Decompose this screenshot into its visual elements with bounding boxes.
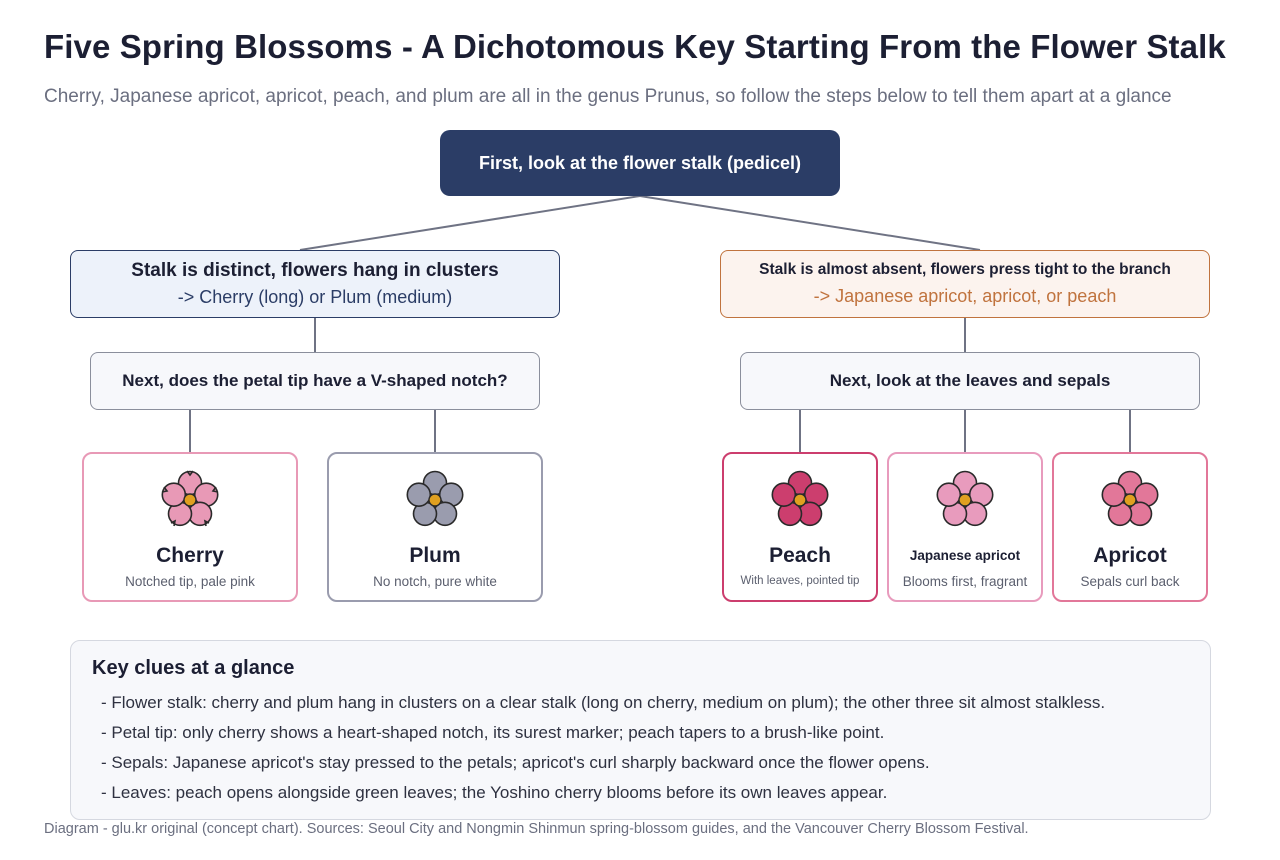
question-leaves-sepals: Next, look at the leaves and sepals xyxy=(740,352,1200,410)
key-clue-item: Sepals: Japanese apricot's stay pressed … xyxy=(101,753,1105,783)
plum-blossom-icon xyxy=(406,470,464,527)
key-clues-panel: Key clues at a glance Flower stalk: cher… xyxy=(70,640,1211,820)
key-clue-item: Flower stalk: cherry and plum hang in cl… xyxy=(101,693,1105,723)
branch-left-heading: Stalk is distinct, flowers hang in clust… xyxy=(131,260,499,281)
connector-root-left xyxy=(299,195,641,251)
page-title: Five Spring Blossoms - A Dichotomous Key… xyxy=(44,28,1226,65)
japanese-apricot-blossom-icon xyxy=(936,470,994,527)
page-subtitle: Cherry, Japanese apricot, apricot, peach… xyxy=(44,86,1172,107)
question-right-label: Next, look at the leaves and sepals xyxy=(829,371,1111,390)
plum-name: Plum xyxy=(409,544,461,567)
japanese-apricot-name: Japanese apricot xyxy=(909,548,1021,563)
card-japanese-apricot: Japanese apricot Blooms first, fragrant xyxy=(887,452,1043,602)
root-label: First, look at the flower stalk (pedicel… xyxy=(478,152,802,173)
card-peach: Peach With leaves, pointed tip xyxy=(722,452,878,602)
card-plum: Plum No notch, pure white xyxy=(327,452,543,602)
cherry-name: Cherry xyxy=(156,544,224,567)
cherry-blossom-icon xyxy=(161,470,219,527)
question-petal-notch: Next, does the petal tip have a V-shaped… xyxy=(90,352,540,410)
card-apricot: Apricot Sepals curl back xyxy=(1052,452,1208,602)
peach-name: Peach xyxy=(769,544,831,567)
branch-stalk-absent: Stalk is almost absent, flowers press ti… xyxy=(720,250,1210,318)
connector-root-right xyxy=(639,195,981,251)
apricot-blossom-icon xyxy=(1101,470,1159,527)
peach-desc: With leaves, pointed tip xyxy=(740,575,860,587)
apricot-name: Apricot xyxy=(1093,544,1167,567)
apricot-desc: Sepals curl back xyxy=(1080,574,1180,589)
key-clues-list: Flower stalk: cherry and plum hang in cl… xyxy=(101,693,1105,813)
branch-right-heading: Stalk is almost absent, flowers press ti… xyxy=(759,261,1171,278)
japanese-apricot-desc: Blooms first, fragrant xyxy=(902,574,1028,589)
question-left-label: Next, does the petal tip have a V-shaped… xyxy=(122,371,508,390)
branch-left-result: -> Cherry (long) or Plum (medium) xyxy=(177,287,453,307)
card-cherry: Cherry Notched tip, pale pink xyxy=(82,452,298,602)
cherry-desc: Notched tip, pale pink xyxy=(125,574,255,589)
branch-stalk-distinct: Stalk is distinct, flowers hang in clust… xyxy=(70,250,560,318)
plum-desc: No notch, pure white xyxy=(373,574,497,589)
key-clues-title: Key clues at a glance xyxy=(92,657,295,679)
root-node: First, look at the flower stalk (pedicel… xyxy=(440,130,840,196)
key-clue-item: Petal tip: only cherry shows a heart-sha… xyxy=(101,723,1105,753)
source-footer: Diagram - glu.kr original (concept chart… xyxy=(44,821,1029,837)
branch-right-result: -> Japanese apricot, apricot, or peach xyxy=(813,286,1117,306)
peach-blossom-icon xyxy=(771,470,829,527)
key-clue-item: Leaves: peach opens alongside green leav… xyxy=(101,783,1105,813)
